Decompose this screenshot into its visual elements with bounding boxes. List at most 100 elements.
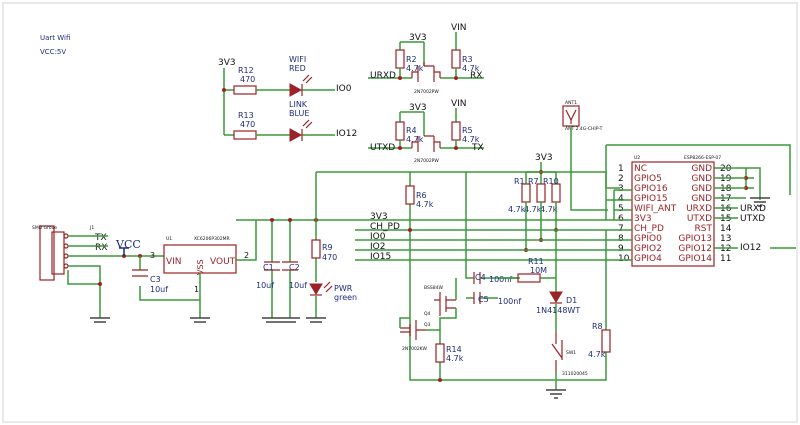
net-io12-led: IO12	[336, 129, 357, 139]
tx-in-label: UTXD	[370, 143, 395, 153]
r10-value: 4.7k	[540, 205, 558, 214]
esp-pin-number: 4	[618, 194, 624, 204]
esp-pin-number: 20	[720, 164, 732, 174]
r12-value: 470	[240, 75, 255, 84]
connector-tx: TX	[94, 233, 107, 243]
c3-value: 10uf	[150, 285, 168, 294]
c4-value: 100nf	[489, 275, 512, 284]
c5-ref: C5	[478, 295, 489, 304]
link-led-color: BLUE	[289, 109, 309, 118]
tx-out-label: TX	[471, 143, 484, 153]
r14-resistor	[435, 343, 445, 363]
r5-value: 4.7k	[462, 135, 480, 144]
r12-ref: R12	[238, 66, 254, 75]
r4-ref: R4	[406, 126, 417, 135]
power-led-section: R9 470 PWR green	[306, 172, 357, 323]
r3-ref: R3	[462, 55, 473, 64]
r4-value: 4.7k	[406, 135, 424, 144]
r8-ref: R8	[592, 322, 603, 331]
esp-pin-name: GPIO14	[678, 254, 712, 264]
vcc-label: VCC	[115, 238, 141, 251]
rx-vin-label: VIN	[451, 23, 467, 33]
tx-3v3-label: 3V3	[409, 103, 427, 113]
esp-pin-number: 1	[618, 164, 624, 174]
esp-part: ESP8266-ESP-07	[684, 155, 721, 161]
reg-pin-vout: 2	[244, 251, 249, 260]
net-chpd: CH_PD	[370, 222, 400, 232]
r6-resistor	[405, 185, 415, 205]
r11-resistor	[517, 273, 541, 283]
note-vcc: VCC:5V	[40, 48, 66, 56]
reg-pin-vss: 1	[194, 285, 199, 294]
esp-pin-number: 14	[720, 224, 732, 234]
net-buses: 3V3 CH_PD IO0 IO2 IO15	[236, 171, 632, 262]
net-io2: IO2	[370, 242, 385, 252]
esp-pin-number: 16	[720, 204, 732, 214]
r3-resistor	[451, 49, 461, 69]
wifi-led-name: WIFI	[289, 55, 306, 64]
esp-pin-number: 11	[720, 254, 731, 264]
r4-resistor	[395, 121, 405, 141]
reg-vin: VIN	[166, 257, 182, 267]
esp-pin-number: 18	[720, 184, 732, 194]
esp-pin-number: 13	[720, 234, 731, 244]
c4-ref: C4	[475, 273, 486, 282]
esp-pin-name: GPIO4	[634, 254, 662, 264]
esp-pin-number: 7	[618, 224, 624, 234]
connector-ref: J1	[89, 225, 94, 231]
esp-pin-number: 17	[720, 194, 731, 204]
r10-ref: R10	[543, 177, 559, 186]
esp-io12-ext: IO12	[740, 243, 761, 253]
esp-pin-name: GPIO16	[634, 184, 668, 194]
pullup-supply: 3V3	[535, 153, 553, 163]
led-supply-label: 3V3	[218, 58, 236, 68]
reg-part: XC6206P302MR	[194, 236, 230, 242]
c1-ref: C1	[263, 263, 274, 272]
r12-resistor	[233, 85, 257, 95]
reg-vss: VSS	[196, 259, 205, 275]
esp-pin-name: WIFI_ANT	[634, 204, 677, 214]
esp-ref: U2	[634, 155, 640, 161]
d1-part: 1N4148WT	[536, 306, 580, 315]
wifi-led-color: RED	[289, 64, 306, 73]
r14-ref: R14	[446, 345, 462, 354]
status-led-section: 3V3 R12 470 WIFI RED IO0 R13 470 LINK BL…	[218, 55, 357, 142]
r1-value: 4.7k	[508, 205, 526, 214]
q3-part: 2N7002KW	[402, 346, 427, 352]
grove-connector: SMD Grove J1 TX RX VCC	[32, 225, 164, 323]
level-shifter-tx: 3V3 VIN R4 4.7k R5 4.7k UTXD TX 2N7002PW	[368, 99, 484, 164]
esp-pin-name: GPIO5	[634, 174, 662, 184]
esp-pin-number: 2	[618, 174, 624, 184]
esp-pin-number: 15	[720, 214, 731, 224]
antenna-section: ANT1 ANT 2.4G-CHIP-T	[562, 100, 608, 211]
net-3v3: 3V3	[370, 212, 388, 222]
regulator-section: U1 XC6206P302MR VIN VOUT VSS 3 2 1 C3 10…	[132, 220, 257, 323]
esp-pin-name: UTXD	[687, 214, 712, 224]
r9-value: 470	[322, 253, 337, 262]
note-title: Uart Wifi	[40, 34, 70, 42]
c2-value: 10uf	[289, 281, 307, 290]
r9-ref: R9	[322, 243, 333, 252]
r6-value: 4.7k	[416, 200, 434, 209]
esp-pin-number: 19	[720, 174, 732, 184]
c2-ref: C2	[289, 263, 300, 272]
ant-part: ANT 2.4G-CHIP-T	[565, 126, 603, 132]
net-io15: IO15	[370, 252, 391, 262]
r7-resistor	[536, 183, 546, 203]
r5-ref: R5	[462, 126, 473, 135]
ant-ref: ANT1	[565, 100, 577, 106]
r11-ref: R11	[528, 257, 544, 266]
rx-in-label: URXD	[370, 71, 396, 81]
esp-pin-name: RST	[695, 224, 713, 234]
r2-ref: R2	[406, 55, 417, 64]
r13-value: 470	[240, 120, 255, 129]
esp-pin-name: GND	[691, 174, 712, 184]
power-led-color: green	[334, 293, 357, 302]
reset-circuit: R6 4.7k C4 100nf C5 100nf R11 10M D1 1N4…	[399, 172, 611, 399]
esp-utxd-ext: UTXD	[740, 214, 765, 224]
connector-title: SMD Grove	[32, 225, 57, 231]
r3-value: 4.7k	[462, 64, 480, 73]
